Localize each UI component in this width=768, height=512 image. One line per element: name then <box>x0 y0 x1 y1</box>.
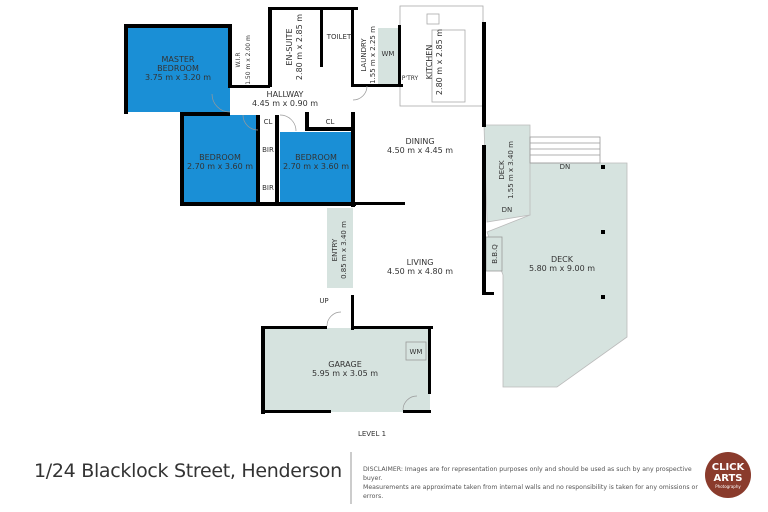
entry-size: 0.85 m x 3.40 m <box>340 221 348 279</box>
logo-line-2: ARTS <box>713 473 743 484</box>
laundry-label: LAUNDRY <box>360 38 368 72</box>
living-label: LIVING <box>407 258 434 267</box>
footer-divider <box>350 452 352 504</box>
pantry-label: P'TRY <box>402 75 419 82</box>
click-arts-logo: CLICK ARTS Photography <box>705 452 751 498</box>
wir-label: W.I.R <box>235 53 242 68</box>
kitchen-label: KITCHEN <box>425 45 434 80</box>
door-swings <box>211 85 418 411</box>
deck-label: DECK <box>551 255 574 264</box>
master-bedroom-label: MASTER <box>162 55 195 64</box>
entry-label: ENTRY <box>331 238 339 261</box>
walls <box>124 7 494 414</box>
dining-size: 4.50 m x 4.45 m <box>387 146 453 155</box>
bedroom1-size: 2.70 m x 3.60 m <box>187 162 253 171</box>
bedroom1-label: BEDROOM <box>199 153 241 162</box>
ensuite-label: EN-SUITE <box>285 28 294 65</box>
disclaimer-line-2: Measurements are approximate taken from … <box>363 484 698 500</box>
garage-wm-label: WM <box>410 348 423 356</box>
garage-label: GARAGE <box>328 360 362 369</box>
logo-sub: Photography <box>715 484 741 489</box>
laundry-size: 1.55 m x 2.25 m <box>369 26 377 84</box>
deck-small-dn-label: DN <box>502 206 513 214</box>
deck-size: 5.80 m x 9.00 m <box>529 264 595 273</box>
kitchen-size: 2.80 m x 2.85 m <box>435 29 444 95</box>
garage-size: 5.95 m x 3.05 m <box>312 369 378 378</box>
bedroom2-size: 2.70 m x 3.60 m <box>283 162 349 171</box>
property-address: 1/24 Blacklock Street, Henderson <box>34 460 342 482</box>
logo-line-1: CLICK <box>711 462 745 473</box>
bedroom1-area <box>183 115 258 203</box>
hallway-label: HALLWAY <box>267 90 304 99</box>
living-size: 4.50 m x 4.80 m <box>387 267 453 276</box>
deck-area <box>486 162 628 388</box>
disclaimer-line-1: DISCLAIMER: Images are for representatio… <box>363 466 692 482</box>
disclaimer: DISCLAIMER: Images are for representatio… <box>363 465 703 501</box>
laundry-area <box>378 28 398 84</box>
bir2-label: BIR <box>262 184 274 192</box>
laundry-wm-label: WM <box>382 50 395 58</box>
toilet-label: TOILET <box>326 33 352 41</box>
closet2-label: CL <box>326 118 335 126</box>
entry-area <box>327 208 353 288</box>
level-label: LEVEL 1 <box>358 430 386 438</box>
bedroom2-label: BEDROOM <box>295 153 337 162</box>
bbq-label: B.B.Q <box>491 244 499 264</box>
deck-stairs <box>529 136 601 164</box>
wir-size: 1.50 m x 2.00 m <box>245 35 252 85</box>
closet1-label: CL <box>264 118 273 126</box>
deck-small-size: 1.55 m x 3.40 m <box>507 141 515 199</box>
wm-box <box>405 341 427 361</box>
deck-small-label: DECK <box>498 160 506 180</box>
bedroom2-area <box>280 132 353 203</box>
stairs-dn-label: DN <box>560 163 571 171</box>
master-bedroom-label-2: BEDROOM <box>157 64 199 73</box>
master-bedroom-size: 3.75 m x 3.20 m <box>145 73 211 82</box>
garage-area <box>263 328 430 412</box>
deck-posts <box>601 165 605 299</box>
ensuite-size: 2.80 m x 2.85 m <box>295 14 304 80</box>
bir1-label: BIR <box>262 146 274 154</box>
hallway-size: 4.45 m x 0.90 m <box>252 99 318 108</box>
master-bedroom-area <box>127 27 230 112</box>
dining-label: DINING <box>405 137 434 146</box>
up-label: UP <box>319 297 328 305</box>
